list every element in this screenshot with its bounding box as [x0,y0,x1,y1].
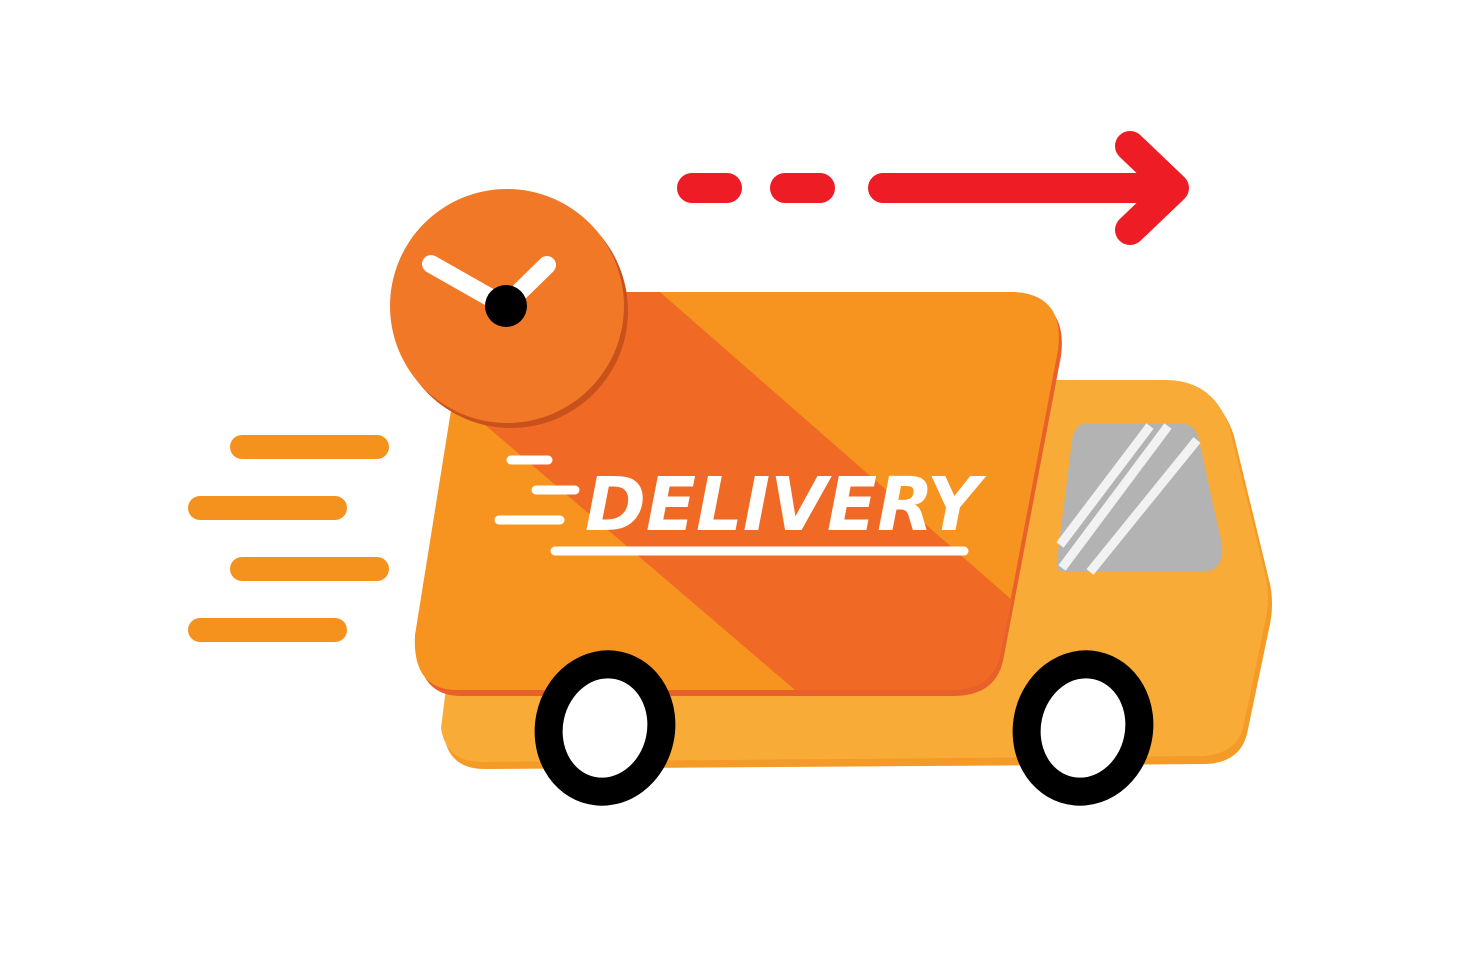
front-wheel [1012,650,1154,806]
speed-lines-icon [188,435,389,642]
delivery-label: DELIVERY [585,462,986,548]
clock-icon [390,189,628,428]
rear-wheel [534,650,676,806]
arrow-right-icon [677,131,1189,245]
